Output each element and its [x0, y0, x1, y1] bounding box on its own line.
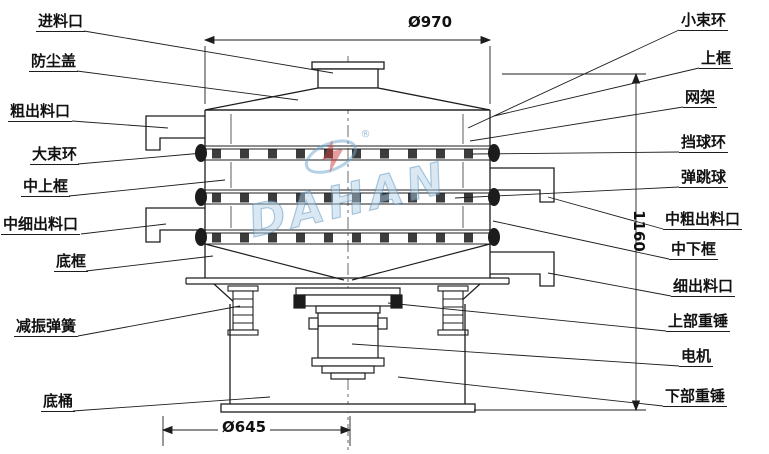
mid-fine-outlet-part [145, 207, 205, 243]
label-mesh-frame: 网架 [683, 88, 718, 109]
screen-deck-1 [195, 144, 500, 162]
screen-deck-2 [195, 188, 500, 206]
label-fine-outlet: 细出料口 [671, 277, 736, 298]
label-mid-lower-frame: 中下框 [669, 240, 719, 261]
dimension-top-diameter: Ø970 [407, 13, 453, 31]
screen-deck-3 [195, 228, 500, 246]
dimension-bottom-diameter: Ø645 [218, 418, 271, 436]
damping-spring-left [227, 285, 259, 336]
label-upper-frame: 上框 [699, 49, 734, 70]
label-small-clamp-ring: 小束环 [679, 11, 729, 32]
label-dust-cover: 防尘盖 [29, 52, 79, 73]
leader-lines [68, 29, 700, 412]
dimension-height: 1160 [629, 210, 648, 252]
label-damping-spring: 减振弹簧 [14, 317, 79, 338]
label-coarse-outlet: 粗出料口 [8, 102, 73, 123]
label-large-clamp-ring: 大束环 [30, 145, 80, 166]
label-mid-fine-outlet: 中细出料口 [1, 215, 81, 236]
dimension-lines-height [474, 72, 646, 412]
fine-outlet-part [490, 251, 555, 287]
label-lower-weight: 下部重锤 [663, 387, 728, 408]
bottom-frame-funnel [185, 243, 510, 305]
label-motor: 电机 [679, 347, 714, 368]
dimension-lines-bottom [161, 416, 352, 446]
label-feed-inlet: 进料口 [36, 12, 86, 33]
base-drum-part [220, 304, 476, 413]
dimension-lines-top [203, 35, 492, 104]
coarse-outlet-part [145, 115, 205, 151]
label-bouncing-ball: 弹跳球 [679, 168, 729, 189]
feed-inlet-part [311, 61, 385, 89]
label-ball-stop-ring: 挡球环 [679, 133, 729, 154]
motor-assembly [293, 287, 403, 380]
dust-cover-part [204, 87, 491, 111]
mid-coarse-outlet-part [490, 167, 555, 203]
label-upper-weight: 上部重锤 [666, 312, 731, 333]
damping-spring-right [437, 285, 469, 336]
label-base-drum: 底桶 [41, 392, 76, 413]
label-bottom-frame: 底框 [54, 252, 89, 273]
label-mid-upper-frame: 中上框 [21, 177, 71, 198]
label-mid-coarse-outlet: 中粗出料口 [663, 210, 743, 231]
